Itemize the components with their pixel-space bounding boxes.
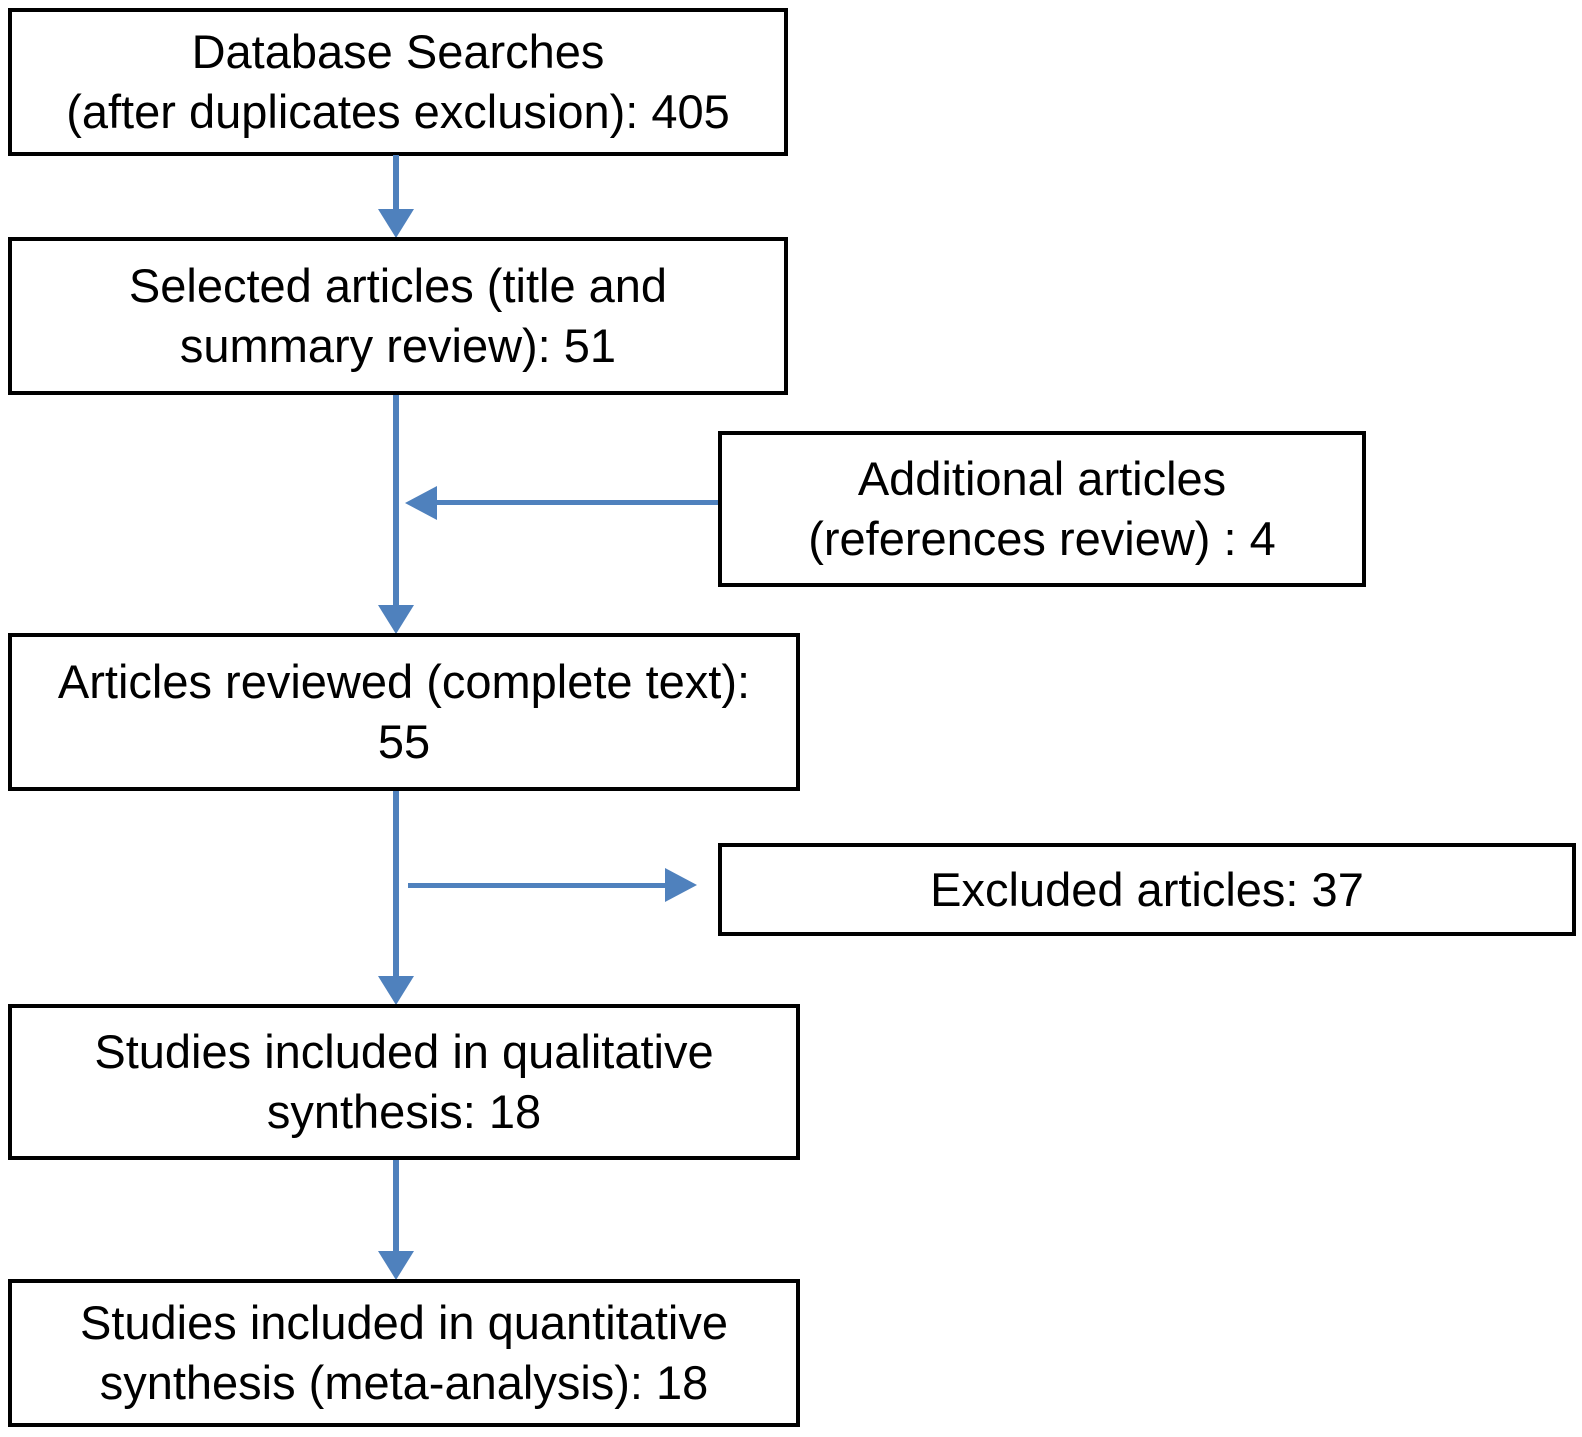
box-articles-reviewed-line2: 55	[377, 715, 431, 768]
arrow-stem	[437, 500, 718, 505]
box-selected-articles-line1: Selected articles (title and	[128, 259, 668, 312]
arrowhead-left-icon	[405, 486, 437, 520]
box-database-searches: Database Searches (after duplicates excl…	[8, 8, 788, 156]
box-qualitative-synthesis: Studies included in qualitative synthesi…	[8, 1004, 800, 1160]
box-qualitative-synthesis-line1: Studies included in qualitative	[94, 1025, 714, 1078]
box-additional-articles: Additional articles (references review) …	[718, 431, 1366, 587]
arrowhead-down-icon	[378, 1251, 414, 1280]
box-database-searches-line2: (after duplicates exclusion): 405	[66, 85, 730, 138]
box-selected-articles-line2: summary review): 51	[179, 319, 617, 372]
arrow-stem	[393, 395, 399, 607]
box-articles-reviewed: Articles reviewed (complete text): 55	[8, 633, 800, 791]
box-database-searches-line1: Database Searches	[191, 25, 605, 78]
box-quantitative-synthesis-line2: synthesis (meta-analysis): 18	[99, 1356, 709, 1409]
arrowhead-down-icon	[378, 605, 414, 634]
box-selected-articles: Selected articles (title and summary rev…	[8, 237, 788, 395]
arrow-stem	[393, 791, 399, 978]
box-articles-reviewed-line1: Articles reviewed (complete text):	[57, 655, 751, 708]
box-excluded-articles-line1: Excluded articles: 37	[930, 862, 1364, 916]
arrow-stem	[408, 883, 665, 888]
arrowhead-right-icon	[665, 868, 697, 902]
box-quantitative-synthesis-line1: Studies included in quantitative	[80, 1296, 728, 1349]
arrow-stem	[393, 1160, 399, 1253]
box-qualitative-synthesis-line2: synthesis: 18	[266, 1085, 542, 1138]
arrowhead-down-icon	[378, 976, 414, 1005]
box-additional-articles-line2: (references review) : 4	[808, 512, 1276, 565]
box-excluded-articles: Excluded articles: 37	[718, 843, 1576, 936]
box-additional-articles-line1: Additional articles	[857, 452, 1227, 505]
box-quantitative-synthesis: Studies included in quantitative synthes…	[8, 1279, 800, 1427]
arrow-stem	[393, 155, 399, 211]
arrowhead-down-icon	[378, 209, 414, 238]
